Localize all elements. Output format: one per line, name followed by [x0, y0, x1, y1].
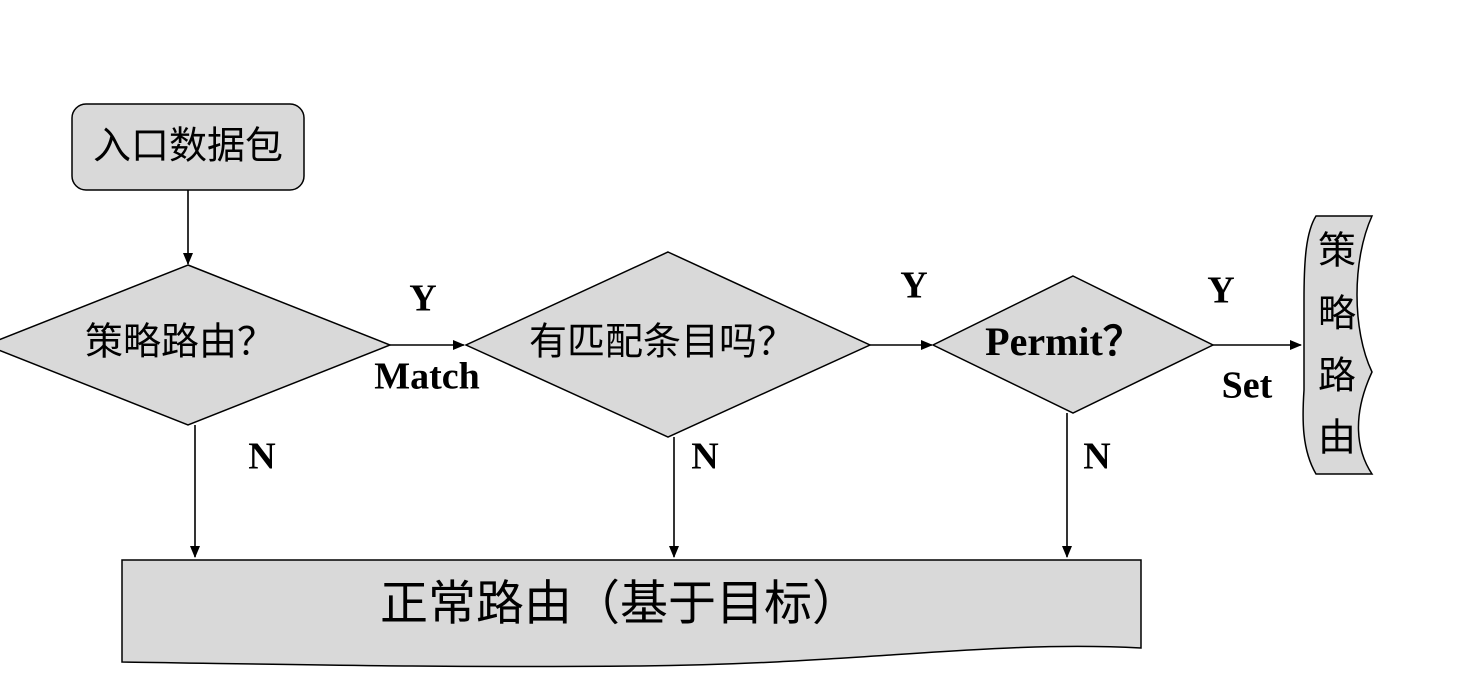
decision-has-match-label: 有匹配条目吗？: [529, 320, 795, 364]
decision-permit: Permit？: [931, 275, 1215, 414]
edge-permit-set-label: Set: [1222, 365, 1273, 407]
normal-route-label: 正常路由（基于目标）: [380, 576, 860, 632]
edge-policy-match-label: Match: [374, 356, 480, 398]
edge-match-yes-label: Y: [900, 265, 927, 307]
decision-policy-route-label: 策略路由？: [85, 320, 275, 364]
edge-permit-yes-label: Y: [1207, 270, 1234, 312]
edge-permit-no-label: N: [1083, 436, 1110, 478]
normal-route-node: 正常路由（基于目标）: [121, 559, 1142, 668]
end-policy-route: 策 略 路 由: [1302, 215, 1374, 475]
decision-permit-label: Permit？: [985, 319, 1143, 364]
end-policy-route-char-1: 策: [1318, 229, 1356, 273]
end-policy-route-char-3: 路: [1318, 354, 1356, 398]
decision-has-match: 有匹配条目吗？: [464, 251, 872, 438]
end-policy-route-char-4: 由: [1318, 416, 1356, 460]
edge-policy-no-label: N: [248, 436, 275, 478]
end-policy-route-char-2: 略: [1318, 292, 1356, 336]
edge-match-no-label: N: [691, 436, 718, 478]
start-node: 入口数据包: [71, 103, 305, 191]
edge-policy-yes-label: Y: [409, 278, 436, 320]
start-node-label: 入口数据包: [93, 124, 283, 168]
decision-policy-route: 策略路由？: [0, 264, 393, 426]
